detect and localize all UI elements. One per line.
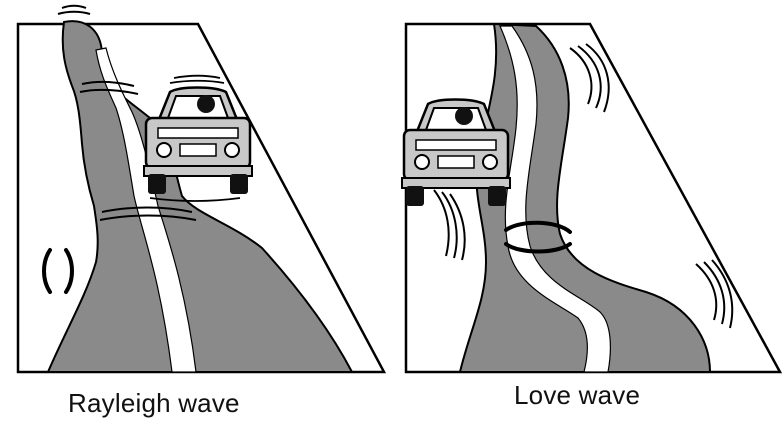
rayleigh-panel (18, 6, 384, 372)
love-caption: Love wave (514, 380, 640, 411)
love-panel (402, 24, 780, 372)
rayleigh-caption: Rayleigh wave (68, 388, 240, 419)
